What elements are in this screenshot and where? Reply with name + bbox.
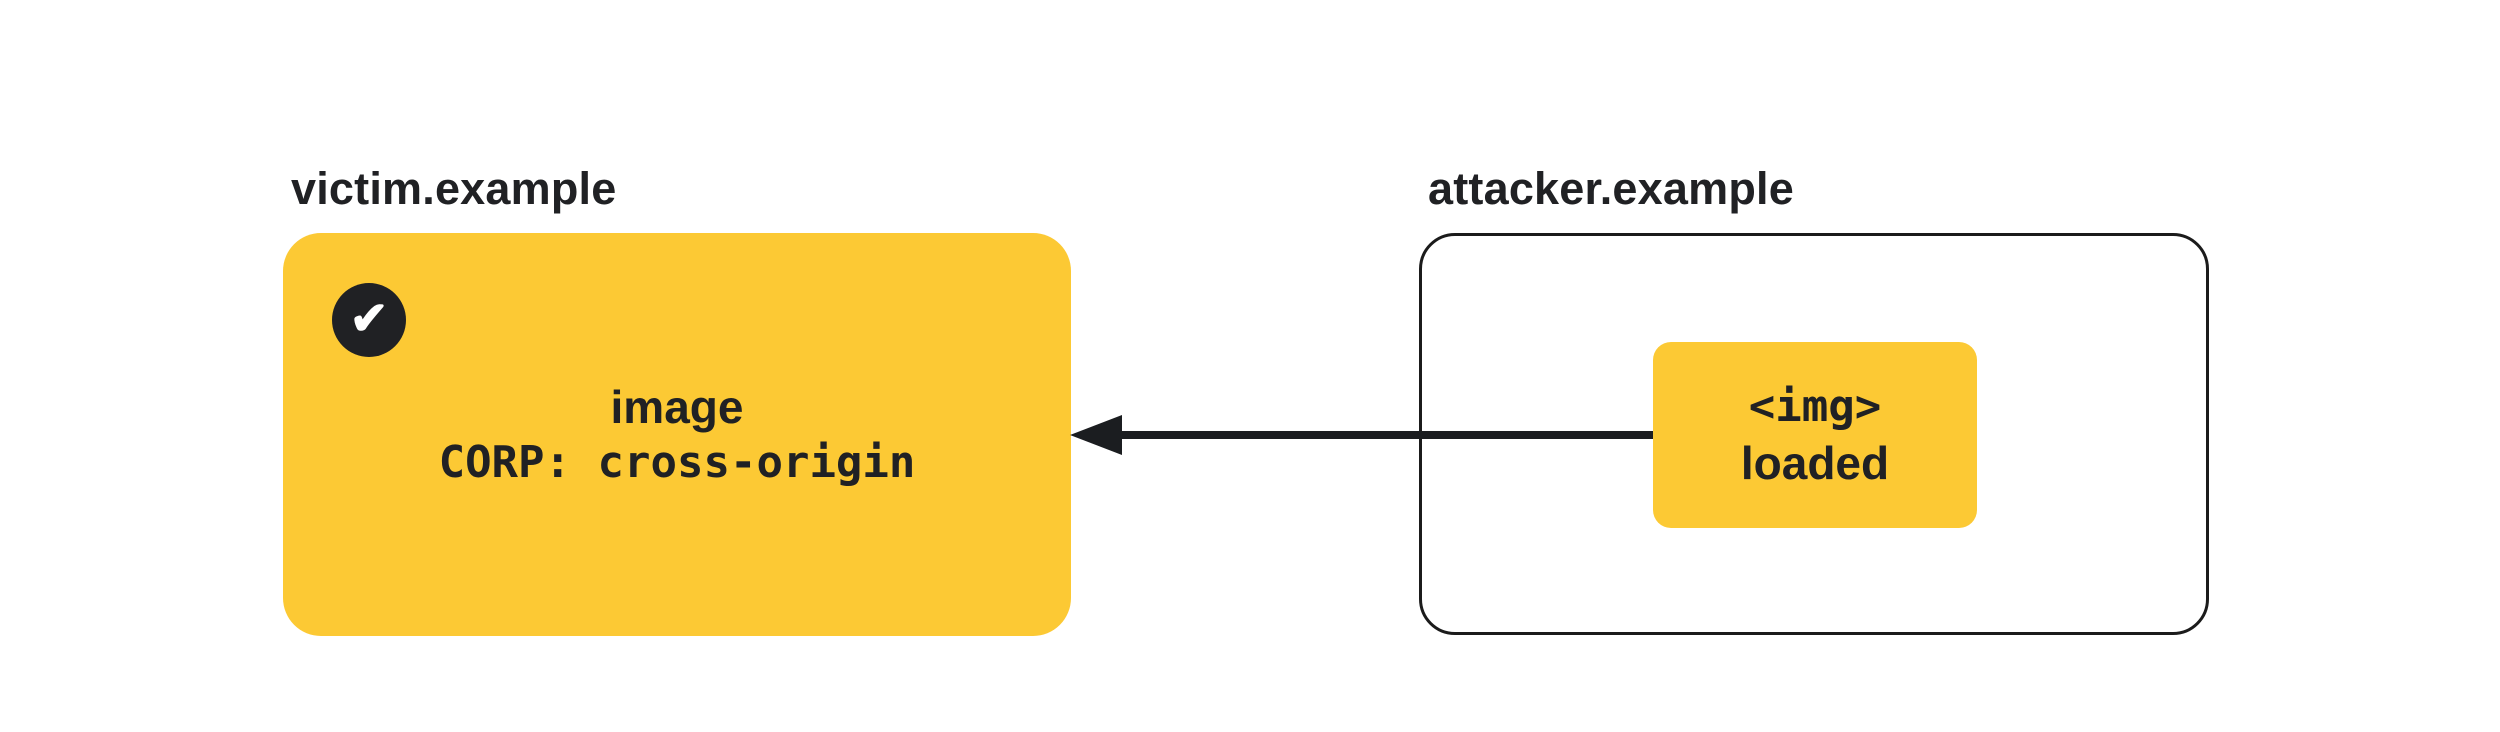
victim-resource-type: image [610, 380, 744, 433]
victim-domain-label: victim.example [291, 163, 617, 214]
loaded-text: loaded [1740, 437, 1890, 489]
check-badge: ✔ [332, 283, 406, 357]
victim-resource-box: ✔ image CORP: cross-origin [283, 233, 1071, 636]
request-arrow-head-icon [1070, 415, 1122, 455]
victim-corp-header: CORP: cross-origin [438, 436, 916, 488]
request-arrow-line [1120, 431, 1655, 439]
img-loaded-box: <img> loaded [1653, 342, 1977, 528]
attacker-domain-label: attacker.example [1428, 163, 1794, 214]
img-tag-text: <img> [1748, 381, 1882, 432]
victim-box-text: image CORP: cross-origin [283, 233, 1071, 636]
check-icon: ✔ [349, 292, 389, 344]
